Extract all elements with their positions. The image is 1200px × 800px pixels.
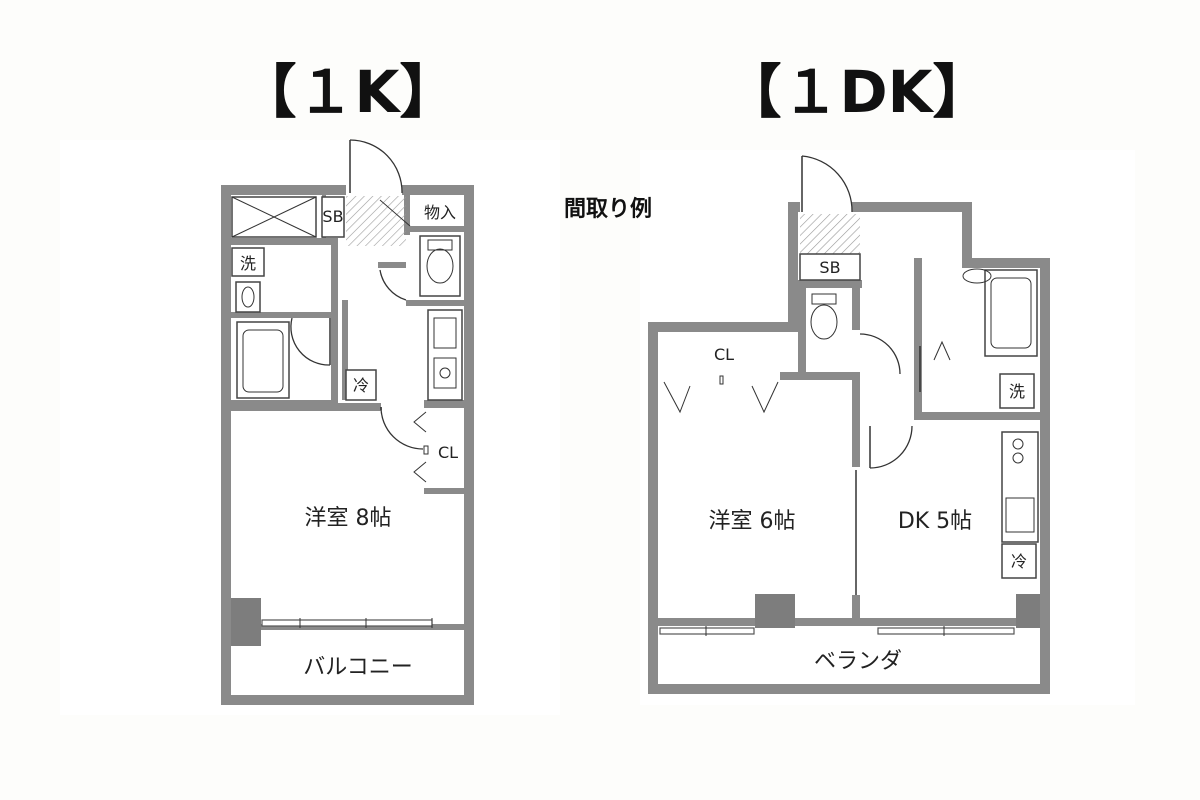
plan-1dk-washer-label: 洗 bbox=[1009, 382, 1025, 401]
plan-1dk-washer bbox=[999, 373, 1035, 409]
plan-1dk-shoe-box bbox=[799, 253, 861, 281]
plan-1k-window bbox=[261, 619, 433, 627]
plan-1k-closet-label: CL bbox=[438, 443, 458, 462]
plan-1k-fridge bbox=[345, 369, 377, 401]
plan-1k-toilet-room bbox=[419, 235, 461, 297]
plan-1dk-pillar-right bbox=[1016, 594, 1040, 628]
plan-1dk-room-label: 洋室 6帖 bbox=[709, 509, 796, 534]
plan-1dk-veranda-label: ベランダ bbox=[814, 649, 902, 674]
plan-1k-storage-label: 物入 bbox=[424, 203, 456, 222]
plan-1k-balcony-label: バルコニー bbox=[303, 655, 413, 680]
plan-1dk-window-left bbox=[659, 627, 755, 635]
plan-1dk-fridge-label: 冷 bbox=[1011, 552, 1027, 571]
plan-1k-room-label: 洋室 8帖 bbox=[305, 506, 392, 531]
plan-1k-entrance bbox=[346, 196, 406, 246]
plan-1dk-dk-label: DK 5帖 bbox=[898, 509, 972, 534]
plan-1dk-closet-label: CL bbox=[714, 345, 734, 364]
plan-1dk-kitchen-counter bbox=[1001, 431, 1039, 543]
plan-1dk-sb-label: SB bbox=[819, 258, 840, 277]
plan-1k-closet-door bbox=[413, 411, 427, 433]
plan-1dk: 【１DK】 SB 洗 bbox=[648, 58, 1050, 694]
plan-1k-sb-label: SB bbox=[322, 207, 343, 226]
plan-1dk-fridge bbox=[1001, 543, 1037, 579]
plan-1dk-window-right bbox=[877, 627, 1015, 635]
plan-1k: 【１K】 SB 物入 bbox=[221, 58, 474, 705]
plan-1k-kitchen-counter bbox=[427, 309, 463, 401]
plan-1k-toilet bbox=[426, 248, 454, 284]
plan-1dk-closet-door bbox=[663, 381, 691, 414]
plan-1k-washer-label: 洗 bbox=[240, 254, 256, 273]
plan-1dk-pillar-center bbox=[755, 594, 795, 628]
plan-1k-pillar bbox=[231, 598, 261, 646]
plan-1dk-entrance bbox=[800, 214, 860, 254]
plan-caption: 間取り例 bbox=[564, 197, 652, 222]
plan-1dk-toilet bbox=[810, 304, 838, 340]
plan-1k-bathtub bbox=[236, 321, 290, 399]
plan-1k-washer bbox=[231, 247, 265, 277]
plan-1dk-bathtub bbox=[984, 269, 1038, 357]
plan-1k-shoe-box bbox=[321, 196, 345, 238]
plan-1k-fridge-label: 冷 bbox=[353, 376, 369, 395]
plan-1k-title: 【１K】 bbox=[239, 58, 458, 126]
plan-1dk-title: 【１DK】 bbox=[723, 58, 990, 126]
